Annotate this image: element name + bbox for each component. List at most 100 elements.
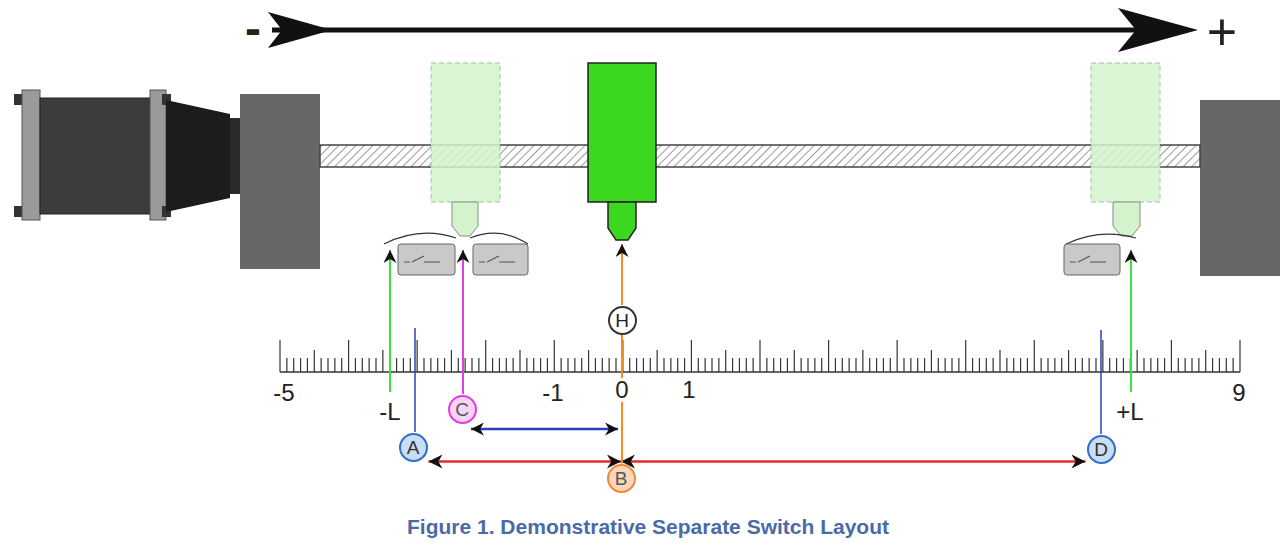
ruler-tick (410, 358, 411, 372)
motor-body (40, 98, 150, 214)
ruler-tick (615, 358, 616, 372)
ruler-tick (773, 358, 774, 372)
ruler-tick (993, 358, 994, 372)
ruler-tick (663, 358, 664, 372)
ruler-tick (1226, 358, 1227, 372)
switch-body (398, 244, 455, 275)
switch-symbol (479, 256, 515, 262)
ruler-tick (746, 358, 747, 372)
ruler-tick (279, 340, 280, 372)
ruler-tick (869, 358, 870, 372)
limit-switch (1064, 234, 1136, 275)
ruler-tick (897, 340, 898, 372)
ruler-tick (540, 358, 541, 372)
switch-symbol (404, 256, 440, 262)
ruler-tick (1020, 358, 1021, 372)
ruler-tick (938, 358, 939, 372)
ghost-nozzle (1113, 202, 1140, 236)
ruler-tick (369, 358, 370, 372)
ruler-tick (602, 358, 603, 372)
scale-label: -L (378, 400, 401, 424)
ruler-tick (945, 358, 946, 372)
ruler-tick (595, 358, 596, 372)
ruler-tick (951, 358, 952, 372)
end-block (1200, 100, 1280, 276)
scale-label: 1 (681, 378, 696, 402)
ruler-tick (499, 358, 500, 372)
ruler-tick (1198, 358, 1199, 372)
ruler-tick (732, 358, 733, 372)
ruler-tick (506, 358, 507, 372)
ruler-tick (554, 340, 555, 372)
leader-line (1130, 250, 1132, 392)
ruler-tick (876, 358, 877, 372)
position-line (414, 328, 416, 432)
marker-letter: D (1094, 440, 1108, 459)
offset-arrow (471, 428, 618, 431)
ruler-tick (1164, 358, 1165, 372)
ruler-tick (636, 358, 637, 372)
ruler-tick (821, 358, 822, 372)
ruler-tick (382, 350, 383, 372)
switch-body (1064, 244, 1120, 275)
marker-letter: H (615, 311, 629, 330)
ruler-tick (1061, 358, 1062, 372)
marker-letter: B (615, 469, 628, 488)
ruler-tick (698, 358, 699, 372)
marker-letter: C (455, 400, 469, 419)
ruler-tick (753, 358, 754, 372)
ruler-tick (1041, 358, 1042, 372)
ruler-tick (855, 358, 856, 372)
ruler-tick (307, 358, 308, 372)
ruler-tick (574, 358, 575, 372)
scale-label: +L (1115, 400, 1144, 424)
ruler-tick (1205, 350, 1206, 372)
ruler-tick (327, 358, 328, 372)
ruler-tick (972, 358, 973, 372)
ruler-tick (444, 358, 445, 372)
ruler-tick (965, 340, 966, 372)
ruler-tick (1137, 350, 1138, 372)
ruler-tick (396, 358, 397, 372)
limit-switch (470, 233, 528, 275)
ruler-tick (1178, 358, 1179, 372)
ruler-tick (691, 340, 692, 372)
ruler-tick (362, 358, 363, 372)
ruler-tick (1123, 358, 1124, 372)
ruler-tick (1157, 358, 1158, 372)
ruler-tick (890, 358, 891, 372)
ruler-tick (451, 350, 452, 372)
scale-label: -1 (541, 381, 564, 405)
ruler-tick (533, 358, 534, 372)
ruler-tick (478, 358, 479, 372)
ruler-tick (567, 358, 568, 372)
leader-line (621, 244, 623, 305)
ruler-tick (513, 358, 514, 372)
scale-label: 9 (1231, 381, 1246, 405)
ruler-tick (739, 358, 740, 372)
ruler-tick (1239, 340, 1240, 372)
ruler-tick (355, 358, 356, 372)
switch-body (473, 244, 528, 275)
ghost-carriage (431, 63, 500, 236)
position-marker: A (399, 433, 428, 462)
ruler-tick (931, 350, 932, 372)
ruler-tick (437, 358, 438, 372)
leader-line (389, 250, 391, 392)
ghost-nozzle (452, 202, 478, 236)
switch-lever (470, 233, 528, 244)
ruler-tick (684, 358, 685, 372)
position-line (1100, 330, 1102, 434)
ruler-tick (862, 350, 863, 372)
ruler-tick (492, 358, 493, 372)
position-marker: C (448, 395, 477, 424)
ruler-tick (1034, 340, 1035, 372)
ghost-body (1091, 63, 1160, 202)
scale-label: -5 (272, 381, 295, 405)
ruler-tick (1013, 358, 1014, 372)
motor-plate (22, 90, 40, 220)
ruler-tick (547, 358, 548, 372)
ruler-tick (423, 358, 424, 372)
ruler-tick (1219, 358, 1220, 372)
